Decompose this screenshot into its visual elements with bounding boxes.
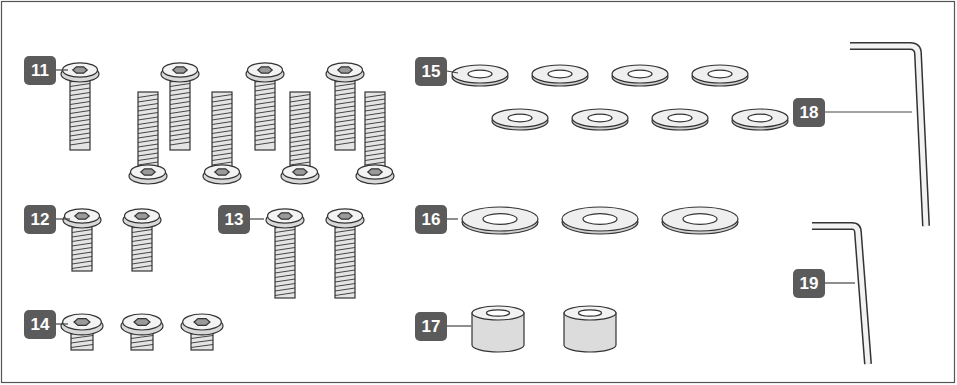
callout-number: 11	[24, 56, 56, 85]
leader-line	[250, 218, 264, 219]
callout-number: 19	[793, 269, 825, 298]
leader-line	[56, 69, 68, 70]
callout-number: 13	[218, 205, 250, 234]
leader-lines	[56, 70, 912, 326]
leader-line	[447, 218, 458, 219]
callout-number: 12	[24, 205, 56, 234]
leader-line	[56, 218, 70, 219]
leader-line	[447, 71, 458, 73]
leader-line	[56, 323, 68, 324]
callout-number: 17	[415, 312, 447, 341]
callout-number: 15	[415, 57, 447, 86]
leader-line	[825, 282, 855, 283]
callout-number: 14	[24, 310, 56, 339]
hardware	[61, 46, 926, 364]
leader-line	[447, 325, 471, 326]
leader-line	[825, 111, 912, 112]
callout-number: 18	[793, 98, 825, 127]
callout-number: 16	[415, 205, 447, 234]
